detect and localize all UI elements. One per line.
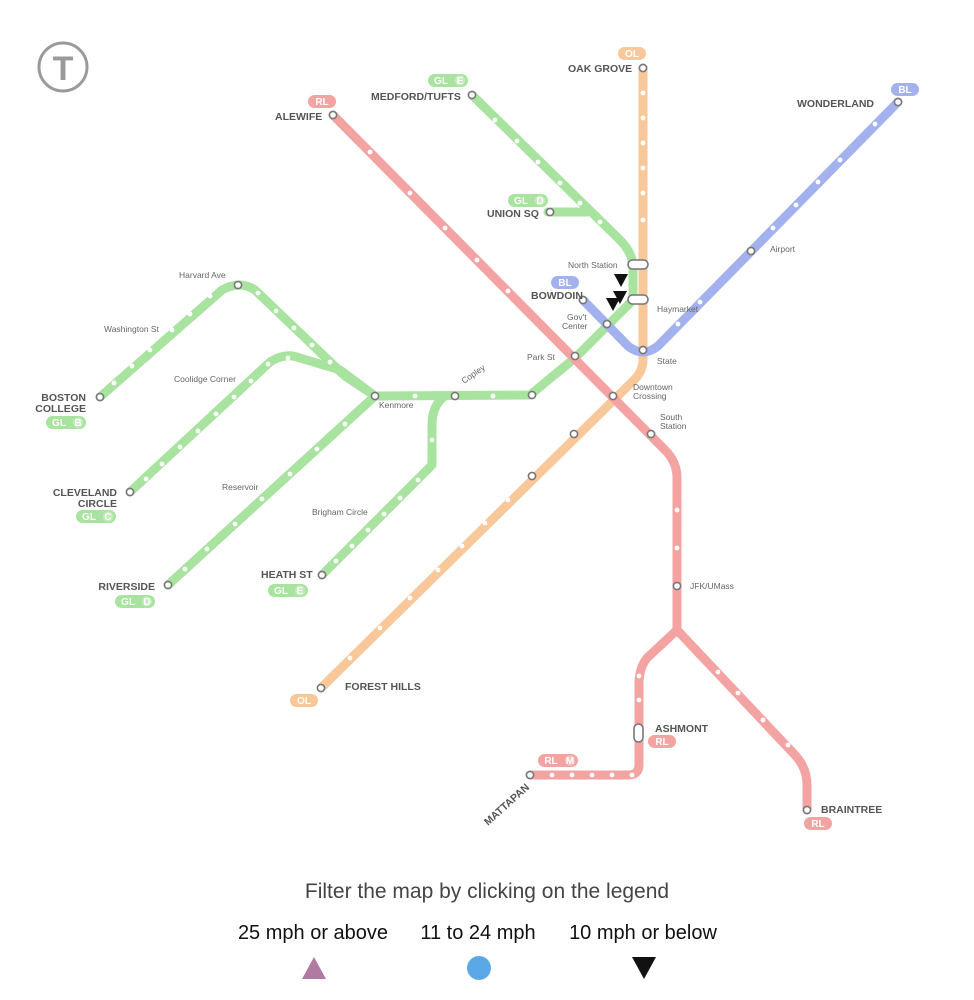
- svg-text:BL: BL: [898, 85, 911, 96]
- badge-boston-college: GL B: [46, 416, 86, 429]
- label-boston-college: BOSTON: [41, 392, 86, 404]
- blue-line: [578, 97, 903, 357]
- slow-train-icon: [614, 274, 628, 287]
- legend-title: Filter the map by clicking on the legend: [304, 880, 670, 903]
- orange-line: [316, 63, 648, 693]
- station-markers: [95, 63, 903, 815]
- svg-text:D: D: [143, 597, 150, 608]
- label-forest-hills: FOREST HILLS: [345, 681, 421, 693]
- triangle-down-icon[interactable]: [630, 955, 658, 981]
- label-coolidge: Coolidge Corner: [174, 374, 236, 384]
- label-reservoir: Reservoir: [222, 482, 259, 492]
- haymarket-marker: [627, 294, 649, 305]
- badge-forest-hills: OL: [290, 694, 318, 707]
- badge-alewife: RL: [308, 95, 336, 108]
- svg-text:GL: GL: [514, 196, 528, 207]
- badge-medford: GL E: [428, 74, 468, 87]
- badge-braintree: RL: [804, 817, 832, 830]
- badge-mattapan: RL M: [538, 754, 578, 767]
- slow-train-icon: [606, 298, 620, 311]
- label-copley: Copley: [459, 362, 487, 386]
- label-bowdoin: BOWDOIN: [531, 290, 583, 302]
- slow-train-icon: [613, 291, 627, 304]
- north-station-marker: [627, 259, 649, 270]
- circle-icon[interactable]: [465, 955, 493, 981]
- badge-heath: GL E: [268, 584, 308, 597]
- badge-bowdoin: BL: [551, 276, 579, 289]
- label-cleveland-2: CIRCLE: [78, 498, 117, 510]
- svg-text:GL: GL: [52, 418, 66, 429]
- label-mattapan: MATTAPAN: [482, 781, 532, 828]
- label-harvard-ave: Harvard Ave: [179, 270, 226, 280]
- label-wonderland: WONDERLAND: [797, 98, 874, 110]
- stop-dots: [111, 90, 878, 778]
- label-boston-college-2: COLLEGE: [35, 403, 86, 415]
- svg-text:E: E: [457, 76, 464, 87]
- svg-text:D: D: [536, 196, 543, 207]
- label-braintree: BRAINTREE: [821, 804, 882, 816]
- label-downtown: Downtown: [633, 382, 673, 392]
- badge-riverside: GL D: [115, 595, 155, 608]
- label-ashmont: ASHMONT: [655, 723, 709, 735]
- label-alewife: ALEWIFE: [275, 111, 322, 123]
- label-washington-st: Washington St: [104, 324, 160, 334]
- label-south-station: South: [660, 412, 682, 422]
- svg-text:GL: GL: [274, 586, 288, 597]
- label-heath: HEATH ST: [261, 569, 313, 581]
- label-kenmore: Kenmore: [379, 400, 414, 410]
- label-gov-center: Gov't: [567, 312, 587, 322]
- svg-text:OL: OL: [297, 696, 311, 707]
- red-line: [328, 110, 812, 815]
- svg-text:C: C: [104, 512, 111, 523]
- label-haymarket: Haymarket: [657, 304, 699, 314]
- badge-ashmont: RL: [648, 735, 676, 748]
- mbta-logo: T: [37, 41, 89, 93]
- label-state: State: [657, 356, 677, 366]
- svg-text:OL: OL: [625, 49, 639, 60]
- slow-train-markers: [606, 274, 628, 311]
- label-north-station: North Station: [568, 260, 618, 270]
- svg-text:RL: RL: [544, 756, 557, 767]
- label-brigham: Brigham Circle: [312, 507, 368, 517]
- label-cleveland: CLEVELAND: [53, 487, 118, 499]
- label-oak-grove: OAK GROVE: [568, 63, 632, 75]
- label-jfk: JFK/UMass: [690, 581, 734, 591]
- label-union-sq: UNION SQ: [487, 208, 539, 220]
- svg-text:GL: GL: [82, 512, 96, 523]
- svg-text:RL: RL: [655, 737, 668, 748]
- badge-oak-grove: OL: [618, 47, 646, 60]
- legend-item-slow[interactable]: 10 mph or below: [569, 922, 717, 944]
- label-gov-center-2: Center: [562, 321, 588, 331]
- badge-cleveland: GL C: [76, 510, 116, 523]
- logo-glyph: T: [53, 50, 74, 88]
- label-riverside: RIVERSIDE: [98, 581, 155, 593]
- triangle-up-icon[interactable]: [300, 955, 328, 981]
- svg-text:E: E: [297, 586, 304, 597]
- svg-text:GL: GL: [121, 597, 135, 608]
- svg-text:B: B: [74, 418, 81, 429]
- legend-item-fast[interactable]: 25 mph or above: [237, 922, 389, 944]
- svg-text:GL: GL: [434, 76, 448, 87]
- svg-text:RL: RL: [811, 819, 824, 830]
- legend-item-medium[interactable]: 11 to 24 mph: [420, 922, 536, 944]
- svg-text:BL: BL: [558, 278, 571, 289]
- svg-text:RL: RL: [315, 97, 328, 108]
- subway-map: T: [35, 41, 919, 830]
- label-park-st: Park St: [527, 352, 556, 362]
- badge-union-sq: GL D: [508, 194, 548, 207]
- badge-wonderland: BL: [891, 83, 919, 96]
- ashmont-marker: [633, 723, 644, 743]
- svg-text:M: M: [566, 756, 574, 767]
- label-south-station-2: Station: [660, 421, 687, 431]
- label-medford: MEDFORD/TUFTS: [371, 91, 461, 103]
- label-airport: Airport: [770, 244, 796, 254]
- label-downtown-2: Crossing: [633, 391, 667, 401]
